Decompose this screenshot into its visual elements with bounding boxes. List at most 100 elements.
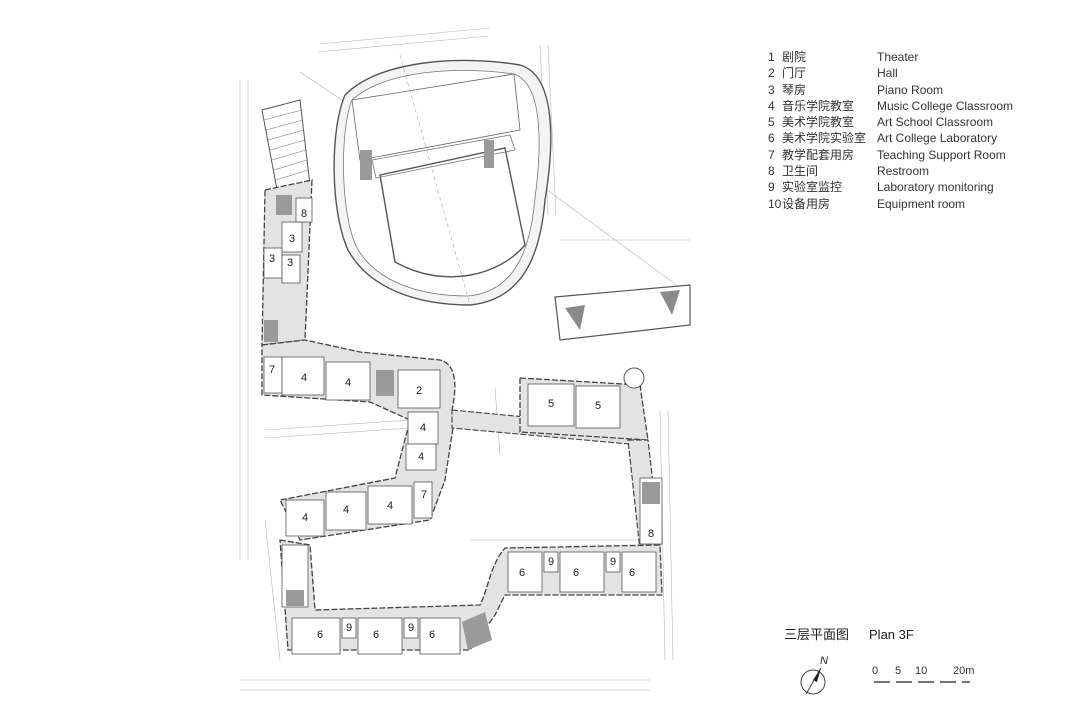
plan-title: 三层平面图 Plan 3F: [784, 624, 914, 643]
monitor-room-d: [403, 617, 419, 639]
legend-number: 8: [768, 164, 775, 179]
lab-room-e: [357, 617, 403, 655]
legend-english: Art School Classroom: [877, 115, 994, 130]
lab-room-a: [507, 551, 543, 593]
room-label-lab-b: 6: [573, 567, 579, 579]
theater-stair-left: [360, 150, 372, 180]
scale-tick-10: 10: [915, 665, 928, 677]
room-label-support-a: 7: [269, 364, 275, 376]
art-wing: [451, 367, 663, 551]
legend-number: 7: [768, 147, 775, 162]
room-label-lab-d: 6: [317, 629, 323, 641]
room-label-music-f: 4: [343, 504, 349, 516]
monitor-room-a: [543, 551, 559, 573]
annex-stair-right: [660, 290, 680, 315]
music-room-e: [285, 499, 325, 537]
music-room-b: [325, 361, 371, 401]
scale-tick-5: 5: [895, 665, 902, 677]
lab-room-d: [291, 617, 341, 655]
theater-stair-right: [484, 140, 494, 168]
legend-chinese: 门厅: [782, 66, 807, 81]
theater: [333, 54, 691, 341]
lab-room-c: [621, 551, 657, 593]
piano-room-a: [281, 221, 303, 253]
room-label-music-b: 4: [345, 377, 351, 389]
round-stair: [623, 367, 645, 389]
monitor-room-c: [341, 617, 357, 639]
stair-core-right: [642, 482, 660, 504]
scale-tick-0: 0: [872, 665, 879, 677]
theater-seating: [379, 147, 526, 278]
north-label: N: [820, 655, 828, 667]
piano-room-c: [281, 254, 301, 284]
legend-english: Hall: [877, 66, 898, 81]
legend-number: 5: [768, 115, 775, 130]
legend-chinese: 美术学院教室: [782, 115, 855, 130]
legend-chinese: 实验室监控: [782, 180, 843, 195]
dimension-lines: [239, 27, 691, 691]
room-label-lab-a: 6: [519, 567, 525, 579]
legend-english: Music College Classroom: [877, 98, 1014, 113]
room-label-music-a: 4: [301, 372, 307, 384]
legend-chinese: 教学配套用房: [782, 147, 855, 162]
stair-core-top: [276, 195, 292, 215]
monitor-room-b: [605, 551, 621, 573]
theater-balcony: [371, 134, 516, 179]
music-room-f: [325, 491, 367, 531]
room-label-lab-e: 6: [373, 629, 379, 641]
legend-chinese: 琴房: [782, 82, 807, 97]
legend-item: 6 美术学院实验室 Art College Laboratory: [768, 130, 1013, 146]
stair-core-mid: [264, 320, 278, 342]
legend-english: Laboratory monitoring: [877, 180, 994, 195]
scale-tick-20m: 20m: [953, 665, 975, 677]
room-label-music-d: 4: [418, 451, 424, 463]
north-arrow-head: [813, 668, 821, 682]
legend-english: Piano Room: [877, 82, 944, 97]
legend-number: 1: [768, 50, 775, 64]
legend-chinese: 美术学院实验室: [782, 131, 867, 146]
plan-title-chinese: 三层平面图: [784, 627, 850, 642]
art-room-a: [527, 383, 575, 427]
room-label-mon-b: 9: [610, 556, 616, 568]
room-label-lab-c: 6: [629, 567, 635, 579]
music-room-a: [281, 356, 325, 396]
room-label-piano-c: 3: [287, 257, 293, 269]
north-arrow: N: [800, 655, 828, 695]
theater-stage: [351, 73, 521, 161]
room-label-mon-a: 9: [548, 556, 554, 568]
legend-chinese: 音乐学院教室: [782, 98, 855, 113]
music-room-d: [405, 443, 437, 471]
north-arrow-circle: [800, 669, 826, 695]
legend-english: Equipment room: [877, 196, 966, 211]
legend-number: 2: [768, 66, 775, 81]
stair-core-south: [462, 612, 492, 650]
legend-number: 6: [768, 131, 775, 146]
legend-item: 5 美术学院教室 Art School Classroom: [768, 114, 1013, 130]
legend-number: 10: [768, 196, 782, 211]
support-room-b: [413, 481, 433, 519]
legend-english: Theater: [877, 50, 919, 64]
room-label-restroom-right: 8: [648, 528, 654, 540]
room-label-support-b: 7: [421, 489, 427, 501]
room-label-mon-d: 9: [408, 622, 414, 634]
plan-title-english: Plan 3F: [869, 627, 914, 642]
room-label-music-g: 4: [387, 500, 393, 512]
hall-room: [397, 369, 441, 409]
room-label-hall: 2: [416, 385, 422, 397]
room-label-restroom-top: 8: [301, 208, 307, 220]
room-numbers: 3 3 3 8 7 4 4 2 4 4 4 4 4 7 5 5 6 9 6 9 …: [269, 208, 654, 641]
room-label-lab-f: 6: [429, 629, 435, 641]
lab-wings: [279, 539, 663, 655]
legend-english: Art College Laboratory: [877, 131, 998, 146]
legend-item: 2 门厅 Hall: [768, 65, 1013, 81]
legend-chinese: 设备用房: [782, 196, 831, 211]
